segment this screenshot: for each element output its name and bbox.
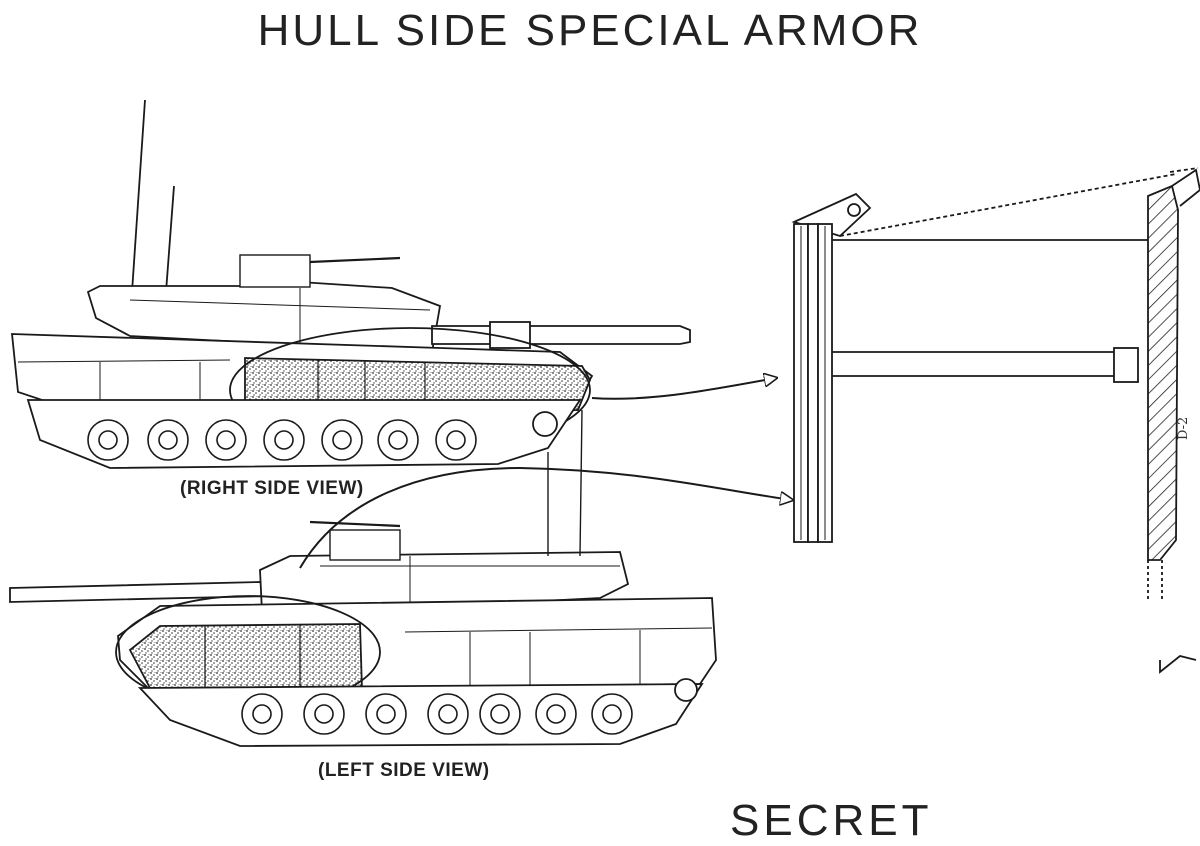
road-wheels — [241, 693, 633, 735]
main-gun — [431, 325, 691, 345]
hull-wall — [1147, 184, 1179, 561]
armor-skirt-mid — [807, 223, 819, 543]
road-wheels — [87, 419, 477, 461]
antenna — [131, 99, 146, 293]
turret — [86, 281, 442, 353]
right-view-caption: (RIGHT SIDE VIEW) — [180, 478, 364, 499]
antenna — [165, 185, 175, 293]
sponson-top-line — [839, 173, 1177, 237]
diagram-title: HULL SIDE SPECIAL ARMOR — [257, 6, 923, 55]
callout-arrows — [299, 378, 792, 569]
classification-stamp: SECRET — [730, 796, 933, 845]
strut-mount — [1113, 347, 1139, 383]
page-number: D-2 — [1176, 416, 1191, 440]
tank-left-side-view — [9, 520, 717, 747]
mount-hinge — [847, 203, 861, 217]
hull-side-armor-panel — [128, 623, 363, 691]
armor-cross-section — [791, 167, 1200, 674]
arrow-right-view — [591, 378, 776, 400]
tank-right-side-view — [10, 99, 691, 469]
main-gun — [9, 581, 272, 603]
left-view-caption: (LEFT SIDE VIEW) — [318, 760, 490, 781]
arrow-left-view — [299, 466, 792, 569]
